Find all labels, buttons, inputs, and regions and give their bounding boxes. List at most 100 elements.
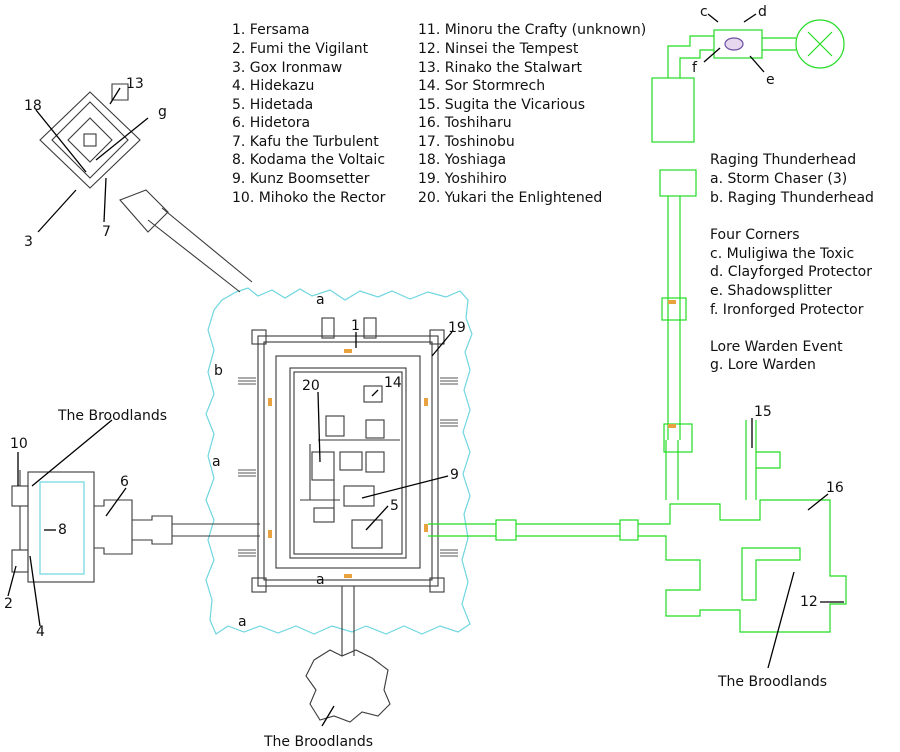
four-corners-circle-room: [795, 19, 845, 69]
inner-corridors: [300, 439, 400, 520]
temple-door: [344, 574, 352, 578]
marker-b: b: [214, 363, 223, 379]
zone-label-broodlands-east: The Broodlands: [717, 674, 827, 690]
temple-north-stair-left: [321, 317, 335, 339]
marker-labels: 1 19 14 20 9 5 6 8 10 2 4 13 18 g 3 7 15…: [4, 4, 844, 640]
marker-20: 20: [302, 378, 320, 394]
event-entry: a. Storm Chaser (3): [710, 171, 847, 187]
event-entry: c. Muligiwa the Toxic: [710, 246, 854, 262]
event-entry: e. Shadowsplitter: [710, 283, 832, 299]
west-hall-pool: [39, 481, 85, 575]
temple-ring-corridor: [275, 355, 421, 569]
sugita-corridor: [745, 420, 757, 500]
temple-door: [268, 530, 272, 538]
east-causeway: [428, 523, 496, 537]
legend-entry: 19. Yoshihiro: [418, 171, 507, 187]
temple-door: [344, 349, 352, 353]
boss-legend-col2: 11. Minoru the Crafty (unknown) 12. Nins…: [418, 22, 646, 206]
east-broodlands-tunnels: [638, 499, 847, 633]
legend-entry: 4. Hidekazu: [232, 78, 314, 94]
legend-entry: 11. Minoru the Crafty (unknown): [418, 22, 646, 38]
callout-line: [743, 13, 757, 23]
temple-tower-sw: [251, 577, 267, 593]
marker-14: 14: [384, 375, 402, 391]
legend-entry: 17. Toshinobu: [418, 134, 515, 150]
legend-entry: 6. Hidetora: [232, 115, 310, 131]
callout-line: [365, 505, 389, 531]
four-corners-circle-cross: [807, 31, 833, 57]
callout-line: [767, 571, 795, 669]
room-sor-stormrech: [363, 385, 383, 403]
event-entry: g. Lore Warden: [710, 357, 816, 373]
marker-g: g: [158, 104, 167, 120]
inner-room: [325, 415, 345, 437]
south-cave: [305, 586, 391, 723]
marker-7: 7: [102, 224, 111, 240]
room-fumi: [11, 549, 29, 573]
temple-tower-se: [429, 577, 445, 593]
callout-line: [29, 555, 41, 627]
water-lake-outline: [205, 287, 473, 635]
east-junction-2: [619, 519, 639, 541]
event-entry: f. Ironforged Protector: [710, 302, 864, 318]
marker-9: 9: [450, 467, 459, 483]
legend-entry: 1. Fersama: [232, 22, 310, 38]
temple-outer-wall-inner: [263, 341, 433, 581]
zone-label-broodlands-south: The Broodlands: [263, 734, 373, 750]
temple-tower-nw: [251, 329, 267, 345]
callout-line: [31, 419, 113, 487]
nw-fortress-center: [83, 133, 97, 147]
marker-18: 18: [24, 98, 42, 114]
nw-fortress-inner: [51, 101, 129, 179]
boss-legend-col1: 1. Fersama 2. Fumi the Vigilant 3. Gox I…: [232, 22, 386, 206]
callout-line: [7, 565, 17, 597]
four-corners-approach: [667, 35, 714, 78]
central-temple: [238, 317, 458, 593]
east-causeway-2: [516, 523, 620, 537]
legend-entry: 8. Kodama the Voltaic: [232, 152, 385, 168]
marker-4: 4: [36, 624, 45, 640]
callout-line: [707, 13, 719, 23]
marker-16: 16: [826, 480, 844, 496]
spine-junction: [661, 297, 687, 321]
legend-entry: 20. Yukari the Enlightened: [418, 190, 602, 206]
south-passage: [341, 586, 355, 656]
zone-labels: The Broodlands The Broodlands The Broodl…: [57, 408, 827, 750]
marker-e: e: [766, 72, 775, 88]
four-corners-east-passage: [762, 37, 796, 51]
temple-tower-ne: [429, 329, 445, 345]
room-yukari: [311, 451, 335, 481]
legend-entry: 14. Sor Stormrech: [418, 78, 545, 94]
temple-door: [268, 398, 272, 406]
callout-line: [317, 391, 321, 463]
north-feed: [665, 440, 679, 500]
marker-2: 2: [4, 596, 13, 612]
room-mihoko: [11, 485, 29, 507]
temple-door: [424, 398, 428, 406]
temple-inner-hall: [289, 367, 407, 559]
tunnel-door: [668, 300, 676, 304]
legend-entry: 9. Kunz Boomsetter: [232, 171, 370, 187]
temple-door: [424, 524, 428, 532]
legend-entry: 10. Mihoko the Rector: [232, 190, 386, 206]
callout-line: [431, 331, 453, 357]
legend-entry: 7. Kafu the Turbulent: [232, 134, 379, 150]
marker-a: a: [316, 572, 325, 588]
temple-outer-wall: [257, 335, 439, 587]
legend-entry: 15. Sugita the Vicarious: [418, 97, 585, 113]
callout-line: [95, 117, 149, 161]
west-hall-outer: [27, 471, 95, 583]
marker-a: a: [316, 292, 325, 308]
spine-junction: [659, 169, 697, 197]
nw-fortress: [39, 83, 253, 293]
temple-inner-hall-inner: [293, 371, 403, 555]
callout-line: [371, 389, 379, 397]
callout-line: [35, 109, 87, 173]
temple-east-stairs: [440, 377, 458, 557]
zone-label-broodlands-west: The Broodlands: [57, 408, 167, 424]
four-corners-altar: [724, 37, 744, 51]
nw-bridge: [147, 207, 253, 293]
room-hidetora: [94, 499, 133, 555]
